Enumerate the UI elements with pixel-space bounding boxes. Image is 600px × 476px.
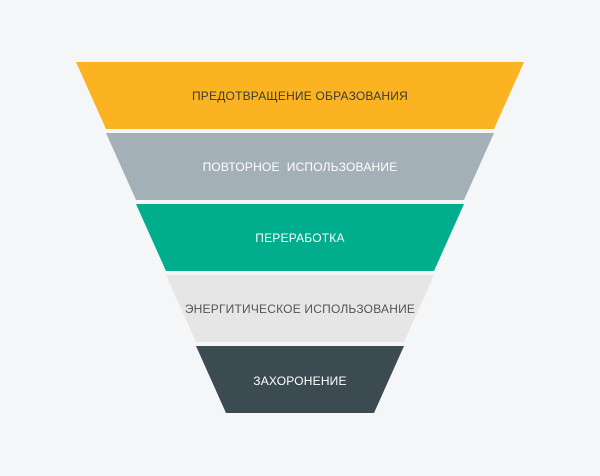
- tier-reuse-shape: [106, 133, 494, 200]
- tier-recycling-label: ПЕРЕРАБОТКА: [255, 231, 345, 245]
- tier-energy-recovery-shape: [166, 275, 434, 342]
- tier-recycling-shape: [136, 204, 464, 271]
- tier-reuse-label: ПОВТОРНОЕ ИСПОЛЬЗОВАНИЕ: [202, 160, 398, 174]
- tier-disposal-label: ЗАХОРОНЕНИЕ: [253, 374, 347, 388]
- tier-energy-recovery-label: ЭНЕРГИТИЧЕСКОЕ ИСПОЛЬЗОВАНИЕ: [184, 302, 416, 316]
- tier-disposal-shape: [196, 346, 404, 413]
- tier-prevention-label: ПРЕДОТВРАЩЕНИЕ ОБРАЗОВАНИЯ: [191, 89, 408, 103]
- tier-prevention-shape: [76, 62, 524, 129]
